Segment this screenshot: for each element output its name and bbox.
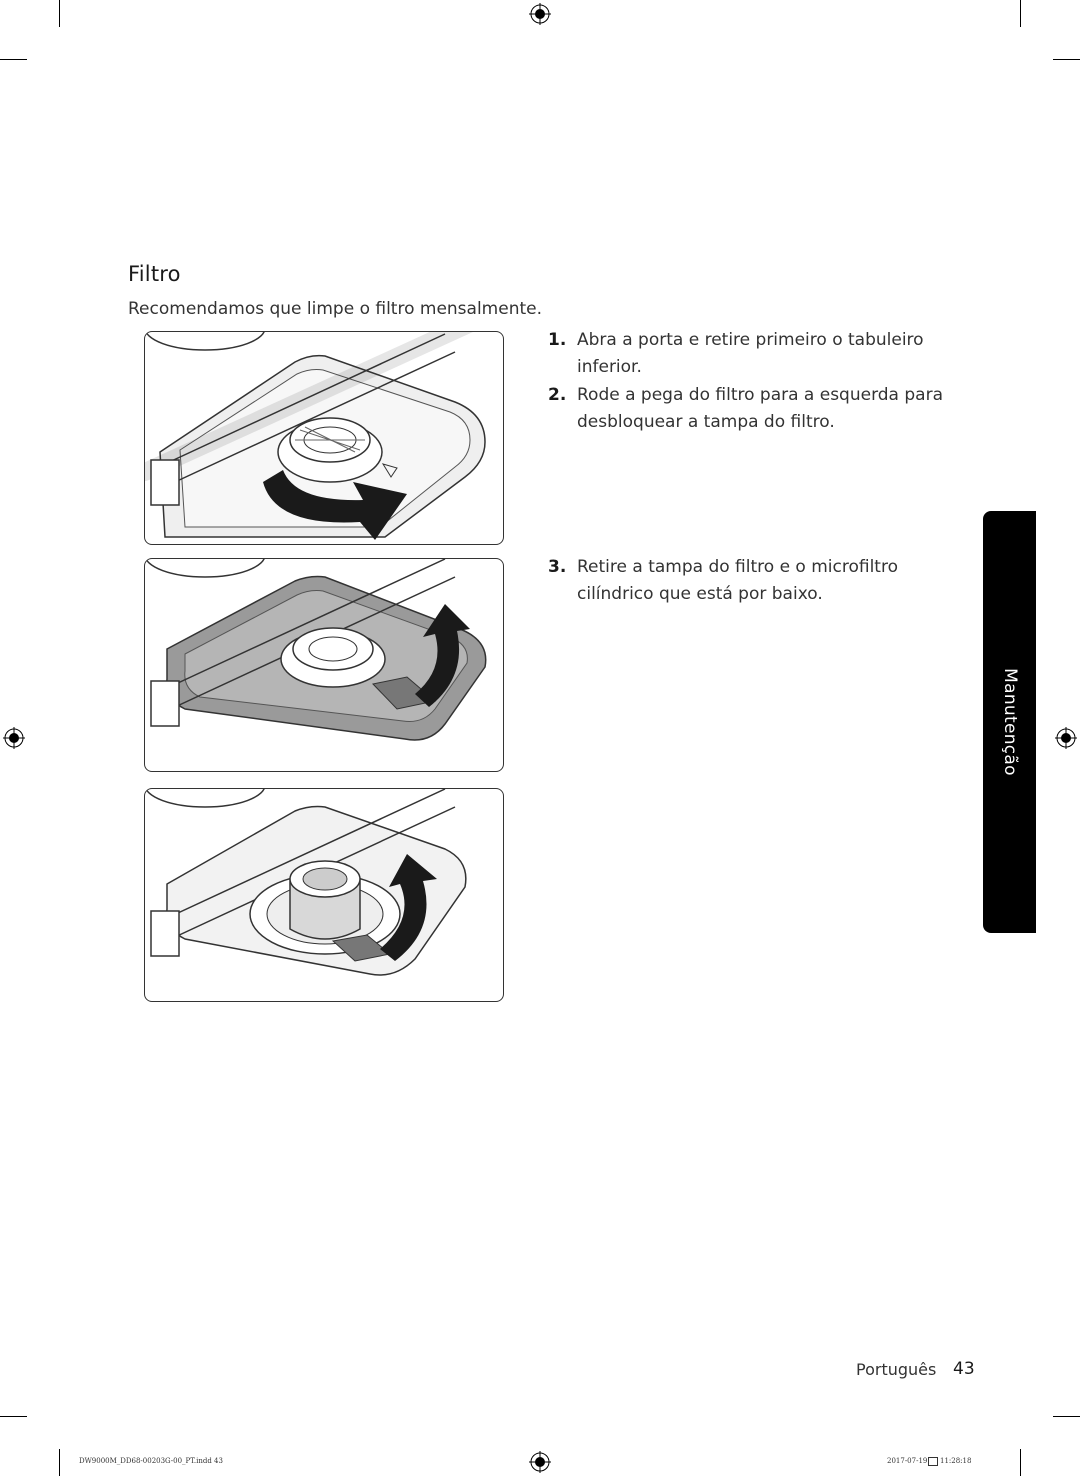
microfilter-illustration [145,789,467,976]
crop-mark [0,1416,27,1417]
crop-mark [1053,1416,1080,1417]
filter-rotate-illustration [145,332,486,540]
figure-remove-microfilter [144,788,504,1002]
chapter-side-tab-label: Manutenção [999,668,1020,776]
print-slug-time: 11:28:18 [940,1457,972,1465]
filter-cover-illustration [145,559,487,741]
crop-mark [0,59,27,60]
registration-mark-icon [529,1451,551,1473]
footer-language: Português [856,1360,937,1379]
figure-remove-cover [144,558,504,772]
crop-mark [1053,59,1080,60]
page-number: 43 [953,1359,975,1379]
print-slug-box [928,1457,938,1466]
step-2: 2. Rode a pega do filtro para a esquerda… [548,382,968,436]
step-number: 3. [548,557,567,577]
step-text: Retire a tampa do filtro e o microfiltro… [577,557,898,604]
step-1: 1. Abra a porta e retire primeiro o tabu… [548,327,968,381]
registration-mark-icon [529,3,551,25]
step-3: 3. Retire a tampa do filtro e o microfil… [548,554,968,608]
chapter-side-tab: Manutenção [983,511,1036,933]
registration-mark-icon [3,727,25,749]
step-text: Rode a pega do filtro para a esquerda pa… [577,385,943,432]
crop-mark [1020,0,1021,27]
crop-mark [59,0,60,27]
print-slug-date: 2017-07-19 [887,1457,928,1465]
step-text: Abra a porta e retire primeiro o tabulei… [577,330,924,377]
step-number: 1. [548,330,567,350]
registration-mark-icon [1055,727,1077,749]
figure-rotate-filter [144,331,504,545]
intro-text: Recomendamos que limpe o filtro mensalme… [128,299,543,319]
section-title: Filtro [128,262,181,286]
print-slug-file: DW9000M_DD68-00203G-00_PT.indd 43 [79,1457,223,1465]
crop-mark [59,1449,60,1476]
step-number: 2. [548,385,567,405]
crop-mark [1020,1449,1021,1476]
